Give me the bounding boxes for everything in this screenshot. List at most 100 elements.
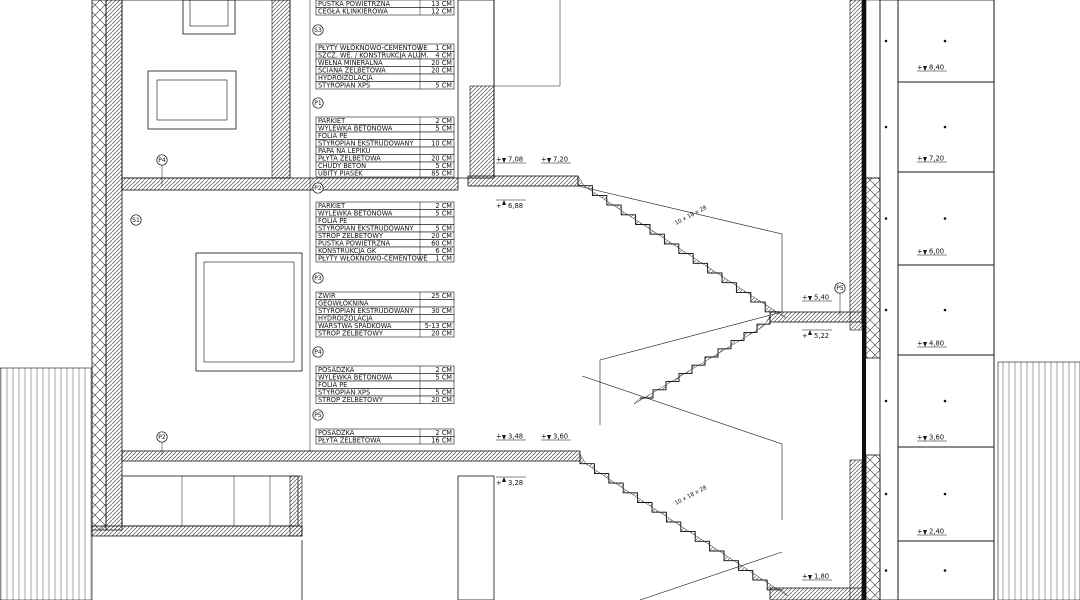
- elevation-marker: 3,28+: [496, 476, 526, 487]
- layer-name: PŁYTY WŁÓKNOWO-CEMENTOWE: [318, 43, 427, 52]
- layer-name: CEGŁA KLINKIEROWA: [318, 8, 388, 16]
- svg-text:+: +: [802, 294, 808, 302]
- layer-tag-circle: [312, 272, 324, 284]
- elevation-marker: 5,22 +: [802, 329, 832, 340]
- section-tag-circle: [130, 214, 142, 226]
- svg-text:+: +: [802, 332, 808, 340]
- layer-name: PARKIET: [318, 202, 346, 210]
- layer-name: STYROPIAN EKSTRUDOWANY: [318, 307, 414, 315]
- layer-name: WYLEWKA BETONOWA: [318, 210, 393, 218]
- slab-lower: [121, 450, 581, 462]
- upper-room: [121, 0, 291, 179]
- left-exterior-wall: [91, 0, 123, 531]
- elevation-marker: 7,20+: [541, 156, 571, 164]
- layer-name: POSADZKA: [318, 429, 355, 437]
- stair-flights: [577, 175, 788, 597]
- layer-name: STYROPIAN EKSTRUDOWANY: [318, 140, 414, 148]
- layer-name: HYDROIZOLACJA: [318, 74, 373, 82]
- elevation-value: 5,40: [814, 294, 829, 302]
- stair-guide-lines: [577, 185, 783, 600]
- elevation-value: 7,20: [929, 155, 944, 163]
- layer-row: [315, 7, 455, 16]
- layer-name: PŁYTA ŻELBETOWA: [318, 154, 381, 163]
- layer-name: POSADZKA: [318, 366, 355, 374]
- svg-text:+: +: [917, 155, 923, 163]
- layer-tag-circle: [312, 24, 324, 36]
- layer-name: FOLIA PE: [318, 381, 347, 389]
- section-tag: P2: [158, 434, 166, 441]
- layer-name: PŁYTA ŻELBETOWA: [318, 436, 381, 445]
- layer-thickness: 1 CM: [435, 255, 452, 263]
- layer-thickness: 6 CM: [435, 247, 452, 255]
- layer-name: STROP ŻELBETOWY: [318, 231, 384, 240]
- layer-thickness: 5 CM: [435, 210, 452, 218]
- layer-name: KONSTRUKCJA GK: [318, 247, 377, 255]
- layer-thickness: 20 CM: [431, 396, 452, 404]
- elevation-value: 3,60: [553, 433, 568, 441]
- layer-name: PŁYTY WŁÓKNOWO-CEMENTOWE: [318, 254, 427, 263]
- layer-name: STROP ŻELBETOWY: [318, 329, 384, 338]
- stair-dimension: 10 x 18 x 28: [674, 485, 708, 507]
- layer-name: GEOWŁÓKNINA: [318, 299, 369, 308]
- layer-thickness: 2 CM: [435, 366, 452, 374]
- layer-name: FOLIA PE: [318, 132, 347, 140]
- layer-name: WYLEWKA BETONOWA: [318, 374, 393, 382]
- layer-thickness: 5-13 CM: [425, 322, 453, 330]
- elevation-value: 2,40: [929, 528, 944, 536]
- svg-text:+: +: [917, 248, 923, 256]
- layer-name: HYDROIZOLACJA: [318, 315, 373, 323]
- elevation-marker: 1,80 +: [802, 573, 832, 581]
- elevation-value: 5,22: [814, 332, 829, 340]
- elevation-value: 1,80: [814, 573, 829, 581]
- layer-tag: P5: [314, 412, 322, 419]
- layer-thickness: 20 CM: [431, 59, 452, 67]
- svg-text:+: +: [496, 156, 502, 164]
- layer-thickness: 5 CM: [435, 82, 452, 90]
- layer-name: PUSTKA POWIETRZNA: [318, 0, 391, 8]
- layer-row: [315, 329, 455, 338]
- layer-thickness: 1 CM: [435, 44, 452, 52]
- layer-thickness: 12 CM: [431, 8, 452, 16]
- svg-text:+: +: [496, 202, 502, 210]
- layer-thickness: 10 CM: [431, 140, 452, 148]
- svg-text:+: +: [541, 156, 547, 164]
- elevation-value: 6,00: [929, 248, 944, 256]
- stair-flight: [633, 315, 771, 405]
- layer-name: UBITY PIASEK: [318, 170, 363, 178]
- layer-tag-circle: [312, 346, 324, 358]
- elevation-marker: 2,40+: [917, 528, 947, 536]
- svg-text:+: +: [802, 573, 808, 581]
- layer-name: ŚCIANA ŻELBETOWA: [318, 66, 386, 75]
- core-walls: [457, 0, 561, 600]
- layer-thickness: 16 CM: [431, 437, 452, 445]
- layer-name: PAPA NA LEPIKU: [318, 147, 371, 155]
- layer-name: STYROPIAN XPS: [318, 389, 370, 397]
- elevation-marker: 5,40 +: [802, 294, 832, 302]
- elevation-marker: 4,80+: [917, 340, 947, 348]
- svg-text:+: +: [496, 479, 502, 487]
- layer-thickness: 20 CM: [431, 330, 452, 338]
- ground-left: [0, 367, 93, 600]
- elevation-value: 6,88: [508, 202, 523, 210]
- layer-tag: P1: [314, 100, 322, 107]
- elevation-marker: 6,00 +: [917, 248, 947, 256]
- facade-panels: [884, 0, 995, 600]
- layer-row: [315, 169, 455, 178]
- layer-thickness: 60 CM: [431, 240, 452, 248]
- stair-flight: [579, 453, 788, 597]
- layer-name: FOLIA PE: [318, 217, 347, 225]
- elevation-marker: 3,60+: [541, 433, 571, 441]
- layer-name: STYROPIAN XPS: [318, 82, 370, 90]
- layer-thickness: 5 CM: [435, 225, 452, 233]
- ground-right: [997, 361, 1080, 600]
- layer-thickness: 85 CM: [431, 170, 452, 178]
- layer-thickness: 5 CM: [435, 125, 452, 133]
- elevation-markers: 7,08+7,20+6,88+5,40+5,22+3,48+3,60+3,28+…: [496, 64, 947, 581]
- layer-name: WARSTWA SPADKOWA: [318, 322, 392, 330]
